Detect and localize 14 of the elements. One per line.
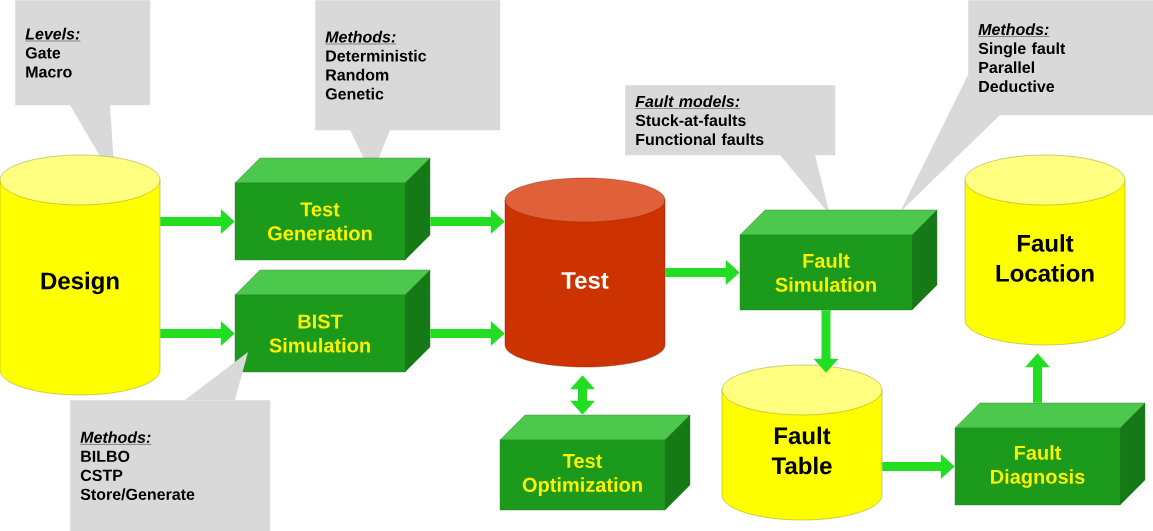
process-box: Fault Simulation bbox=[739, 209, 938, 311]
database-cylinder: Design bbox=[0, 154, 161, 396]
callout-box: Methods: BILBO CSTP Store/Generate bbox=[70, 352, 271, 531]
process-box: Test Generation bbox=[234, 157, 431, 261]
database-cylinder: Fault Location bbox=[964, 154, 1126, 346]
database-cylinder: Test bbox=[504, 177, 666, 368]
callout-box: Levels: Gate Macro bbox=[15, 0, 151, 182]
process-box: Fault Diagnosis bbox=[954, 402, 1146, 506]
callout-box: Methods: Single fault Parallel Deductive bbox=[900, 0, 1153, 212]
callout-box: Methods: Deterministic Random Genetic bbox=[315, 0, 501, 175]
callout-box: Fault models: Stuck-at-faults Functional faults bbox=[625, 85, 836, 215]
database-cylinder: Fault Table bbox=[721, 364, 883, 521]
process-box: Test Optimization bbox=[499, 414, 691, 511]
process-box: BIST Simulation bbox=[234, 269, 431, 373]
